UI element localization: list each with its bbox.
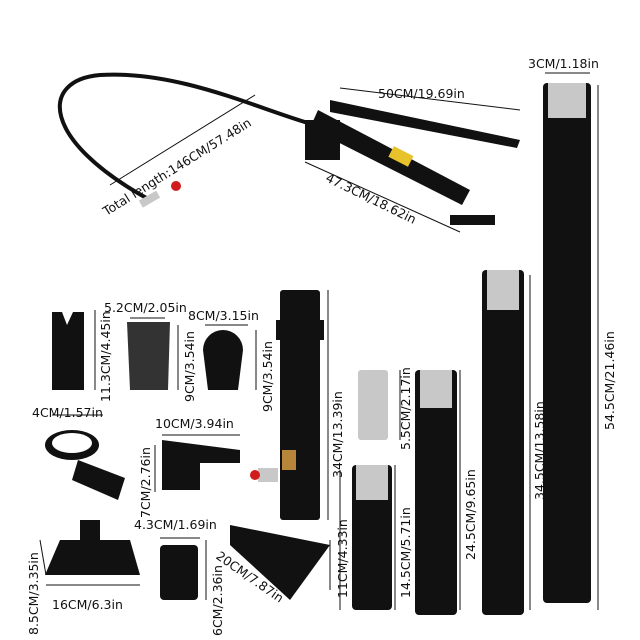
tube-345-label: 34.5CM/13.58in: [532, 401, 547, 500]
dust-cap: [171, 181, 181, 191]
tube-11-label: 11CM/4.33in: [335, 519, 350, 598]
ram: [250, 290, 324, 520]
serrated-width-label: 5.2CM/2.05in: [104, 300, 187, 315]
tubes: [352, 83, 591, 615]
tube-245-label: 24.5CM/9.65in: [463, 469, 478, 560]
ball-width-label: 8CM/3.15in: [188, 308, 259, 323]
wedge-height-label: 7CM/2.76in: [138, 447, 153, 518]
v-head-label: 11.3CM/4.45in: [98, 311, 113, 402]
ring-width-label: 4CM/1.57in: [32, 405, 103, 420]
connector-tube: [358, 370, 388, 440]
hand-pump: [305, 100, 520, 225]
base-height-label: 8.5CM/3.35in: [26, 552, 41, 635]
attachments: [45, 312, 330, 600]
rubber-height-label: 6CM/2.36in: [210, 565, 225, 636]
long-tube-length-label: 54.5CM/21.46in: [602, 331, 617, 430]
pump-length-label: 50CM/19.69in: [378, 86, 465, 101]
hose-coupler: [138, 190, 161, 208]
ball-height-label: 9CM/3.54in: [260, 341, 275, 412]
tube-145-label: 14.5CM/5.71in: [398, 507, 413, 598]
connector-label: 5.5CM/2.17in: [398, 367, 413, 450]
long-tube-diameter-label: 3CM/1.18in: [528, 56, 599, 71]
hydraulic-hose: [57, 72, 316, 202]
serrated-height-label: 9CM/3.54in: [182, 331, 197, 402]
base-width-label: 16CM/6.3in: [52, 597, 123, 612]
dimension-arrows: [39, 72, 599, 610]
wedge-width-label: 10CM/3.94in: [155, 416, 234, 431]
rubber-width-label: 4.3CM/1.69in: [134, 517, 217, 532]
ram-label: 34CM/13.39in: [330, 391, 345, 478]
